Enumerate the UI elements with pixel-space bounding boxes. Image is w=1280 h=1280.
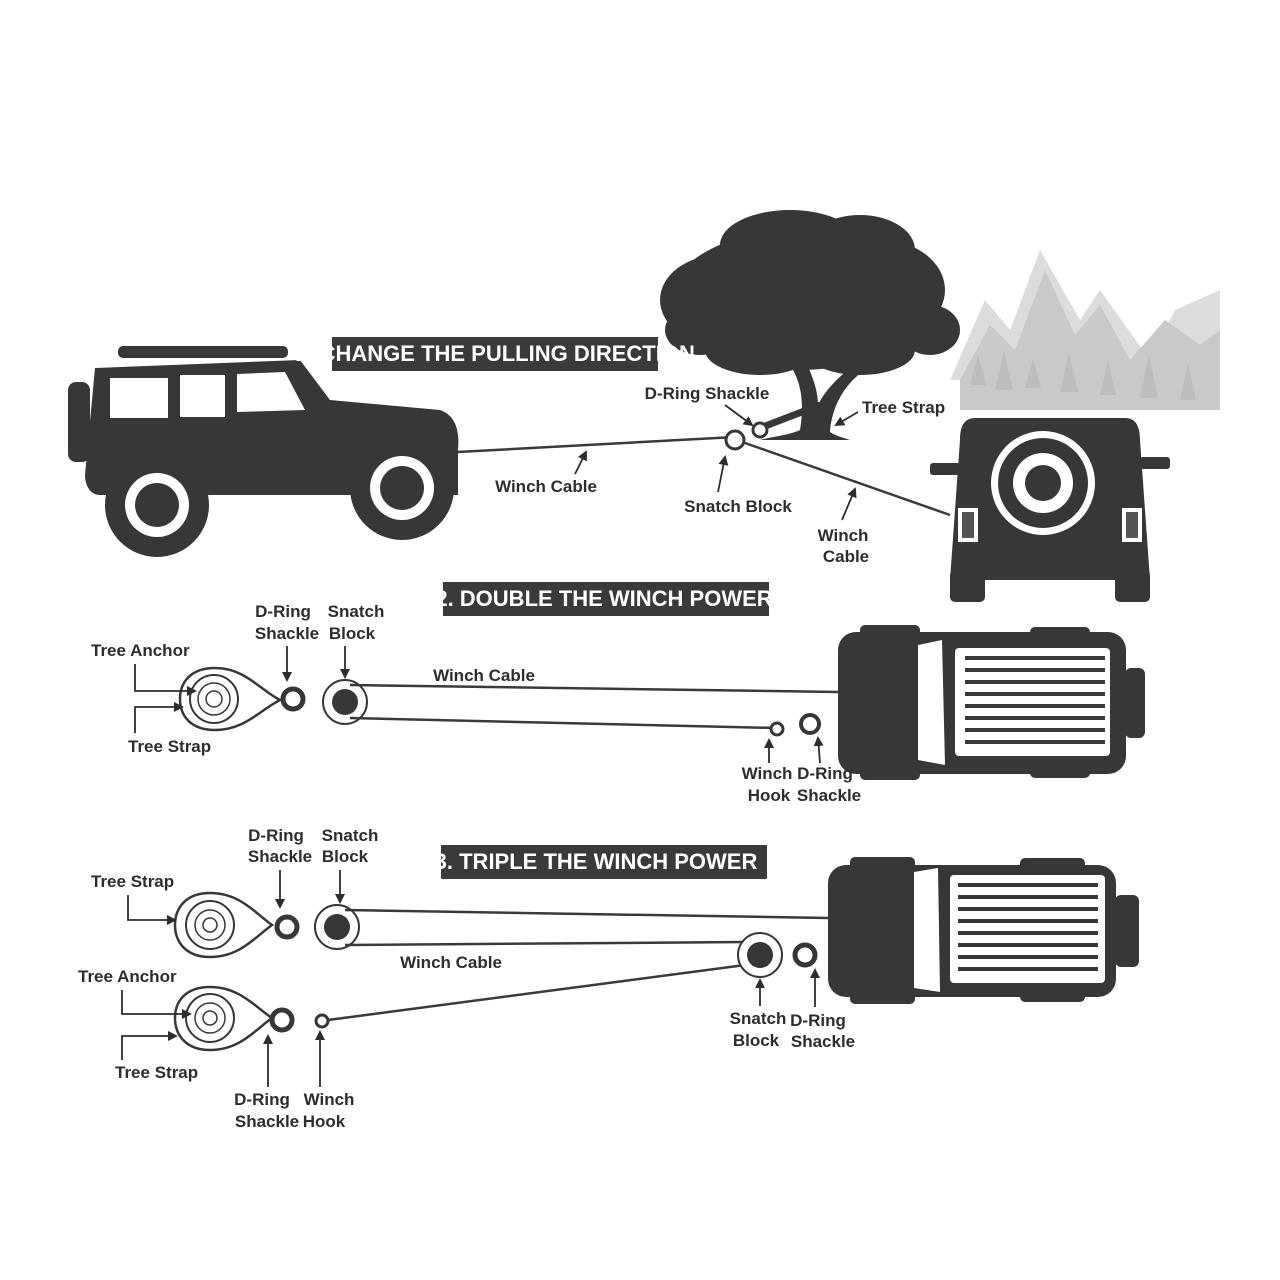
label-s3-snatch2-line2: Block	[733, 1031, 780, 1050]
section-1: 1. CHANGE THE PULLING DIRECTION D-Ring S…	[68, 210, 1220, 602]
label-s3-winch-hook-line2: Hook	[303, 1112, 346, 1131]
jeep-side-view	[68, 346, 459, 557]
winch-cable-2a	[349, 683, 839, 694]
label-s3-snatch-line2: Block	[322, 847, 369, 866]
label-s3-tree-strap-top: Tree Strap	[91, 872, 174, 891]
section-2-banner	[443, 582, 769, 616]
label-winch-hook-line1: Winch	[742, 764, 793, 783]
label-winch-cable-2-line2: Cable	[823, 547, 869, 566]
label-s3-tree-anchor: Tree Anchor	[78, 967, 177, 986]
tree-strap-shape	[758, 401, 822, 432]
label-d-ring-line1: D-Ring	[255, 602, 311, 621]
label-snatch-line1: Snatch	[328, 602, 385, 621]
label-d-ring2-line2: Shackle	[797, 786, 861, 805]
label-tree-strap-2: Tree Strap	[128, 737, 211, 756]
label-tree-strap: Tree Strap	[862, 398, 945, 417]
jeep-rear-view	[930, 418, 1170, 602]
tree-anchor-stump-2	[178, 666, 283, 732]
label-s3-tree-strap-bottom: Tree Strap	[115, 1063, 198, 1082]
label-d-ring2-line1: D-Ring	[797, 764, 853, 783]
label-s3-snatch-line1: Snatch	[322, 826, 379, 845]
label-winch-cable-s2: Winch Cable	[433, 666, 535, 685]
tree-illustration	[660, 210, 960, 440]
winch-cable-2b	[349, 716, 777, 730]
d-ring-shackle-shape-2	[280, 686, 306, 712]
label-s3-d-ring3-line2: Shackle	[235, 1112, 299, 1131]
section-1-banner	[332, 337, 658, 371]
label-s3-winch-cable: Winch Cable	[400, 953, 502, 972]
truck-top-view-3	[828, 857, 1139, 1004]
label-snatch-block: Snatch Block	[684, 497, 792, 516]
label-snatch-line2: Block	[329, 624, 376, 643]
label-winch-cable-2-line1: Winch	[818, 526, 869, 545]
section-1-title: 1. CHANGE THE PULLING DIRECTION	[295, 341, 695, 366]
d-ring-shackle-shape-2b	[799, 713, 821, 735]
tree-stump-lower	[173, 985, 275, 1052]
d-ring-shackle-shape	[751, 421, 769, 439]
label-s3-snatch2-line1: Snatch	[730, 1009, 787, 1028]
label-s3-d-ring2-line2: Shackle	[791, 1032, 855, 1051]
winch-cable-3c	[327, 963, 746, 1022]
label-s3-d-ring2-line1: D-Ring	[790, 1011, 846, 1030]
label-winch-cable-1: Winch Cable	[495, 477, 597, 496]
winch-cable-3a	[344, 908, 829, 920]
section-2-title: 2. DOUBLE THE WINCH POWER	[435, 586, 772, 611]
d-ring-shackle-shape-3c	[792, 942, 818, 968]
label-s3-d-ring3-line1: D-Ring	[234, 1090, 290, 1109]
snatch-block-shape	[724, 429, 746, 451]
label-s3-winch-hook-line1: Winch	[304, 1090, 355, 1109]
section-2: 2. DOUBLE THE WINCH POWER	[91, 582, 1145, 805]
winch-cable-3b	[344, 940, 746, 947]
section-3: 3. TRIPLE THE WINCH POWER	[78, 826, 1139, 1131]
label-tree-anchor: Tree Anchor	[91, 641, 190, 660]
d-ring-shackle-shape-3b	[269, 1007, 295, 1033]
winch-cable-2	[744, 441, 951, 517]
label-s3-d-ring-line2: Shackle	[248, 847, 312, 866]
label-d-ring-line2: Shackle	[255, 624, 319, 643]
tree-stump-upper	[173, 891, 275, 959]
label-s3-d-ring-line1: D-Ring	[248, 826, 304, 845]
section-3-title: 3. TRIPLE THE WINCH POWER	[435, 849, 758, 874]
mountains-illustration	[950, 250, 1220, 410]
winch-hook-shape-3	[314, 1013, 330, 1029]
truck-top-view-2	[838, 625, 1145, 780]
section-3-banner	[441, 845, 767, 879]
winch-cable-1	[457, 435, 736, 454]
d-ring-shackle-shape-3	[274, 914, 300, 940]
label-d-ring-shackle: D-Ring Shackle	[645, 384, 770, 403]
winch-hook-shape-2	[769, 721, 785, 737]
label-winch-hook-line2: Hook	[748, 786, 791, 805]
